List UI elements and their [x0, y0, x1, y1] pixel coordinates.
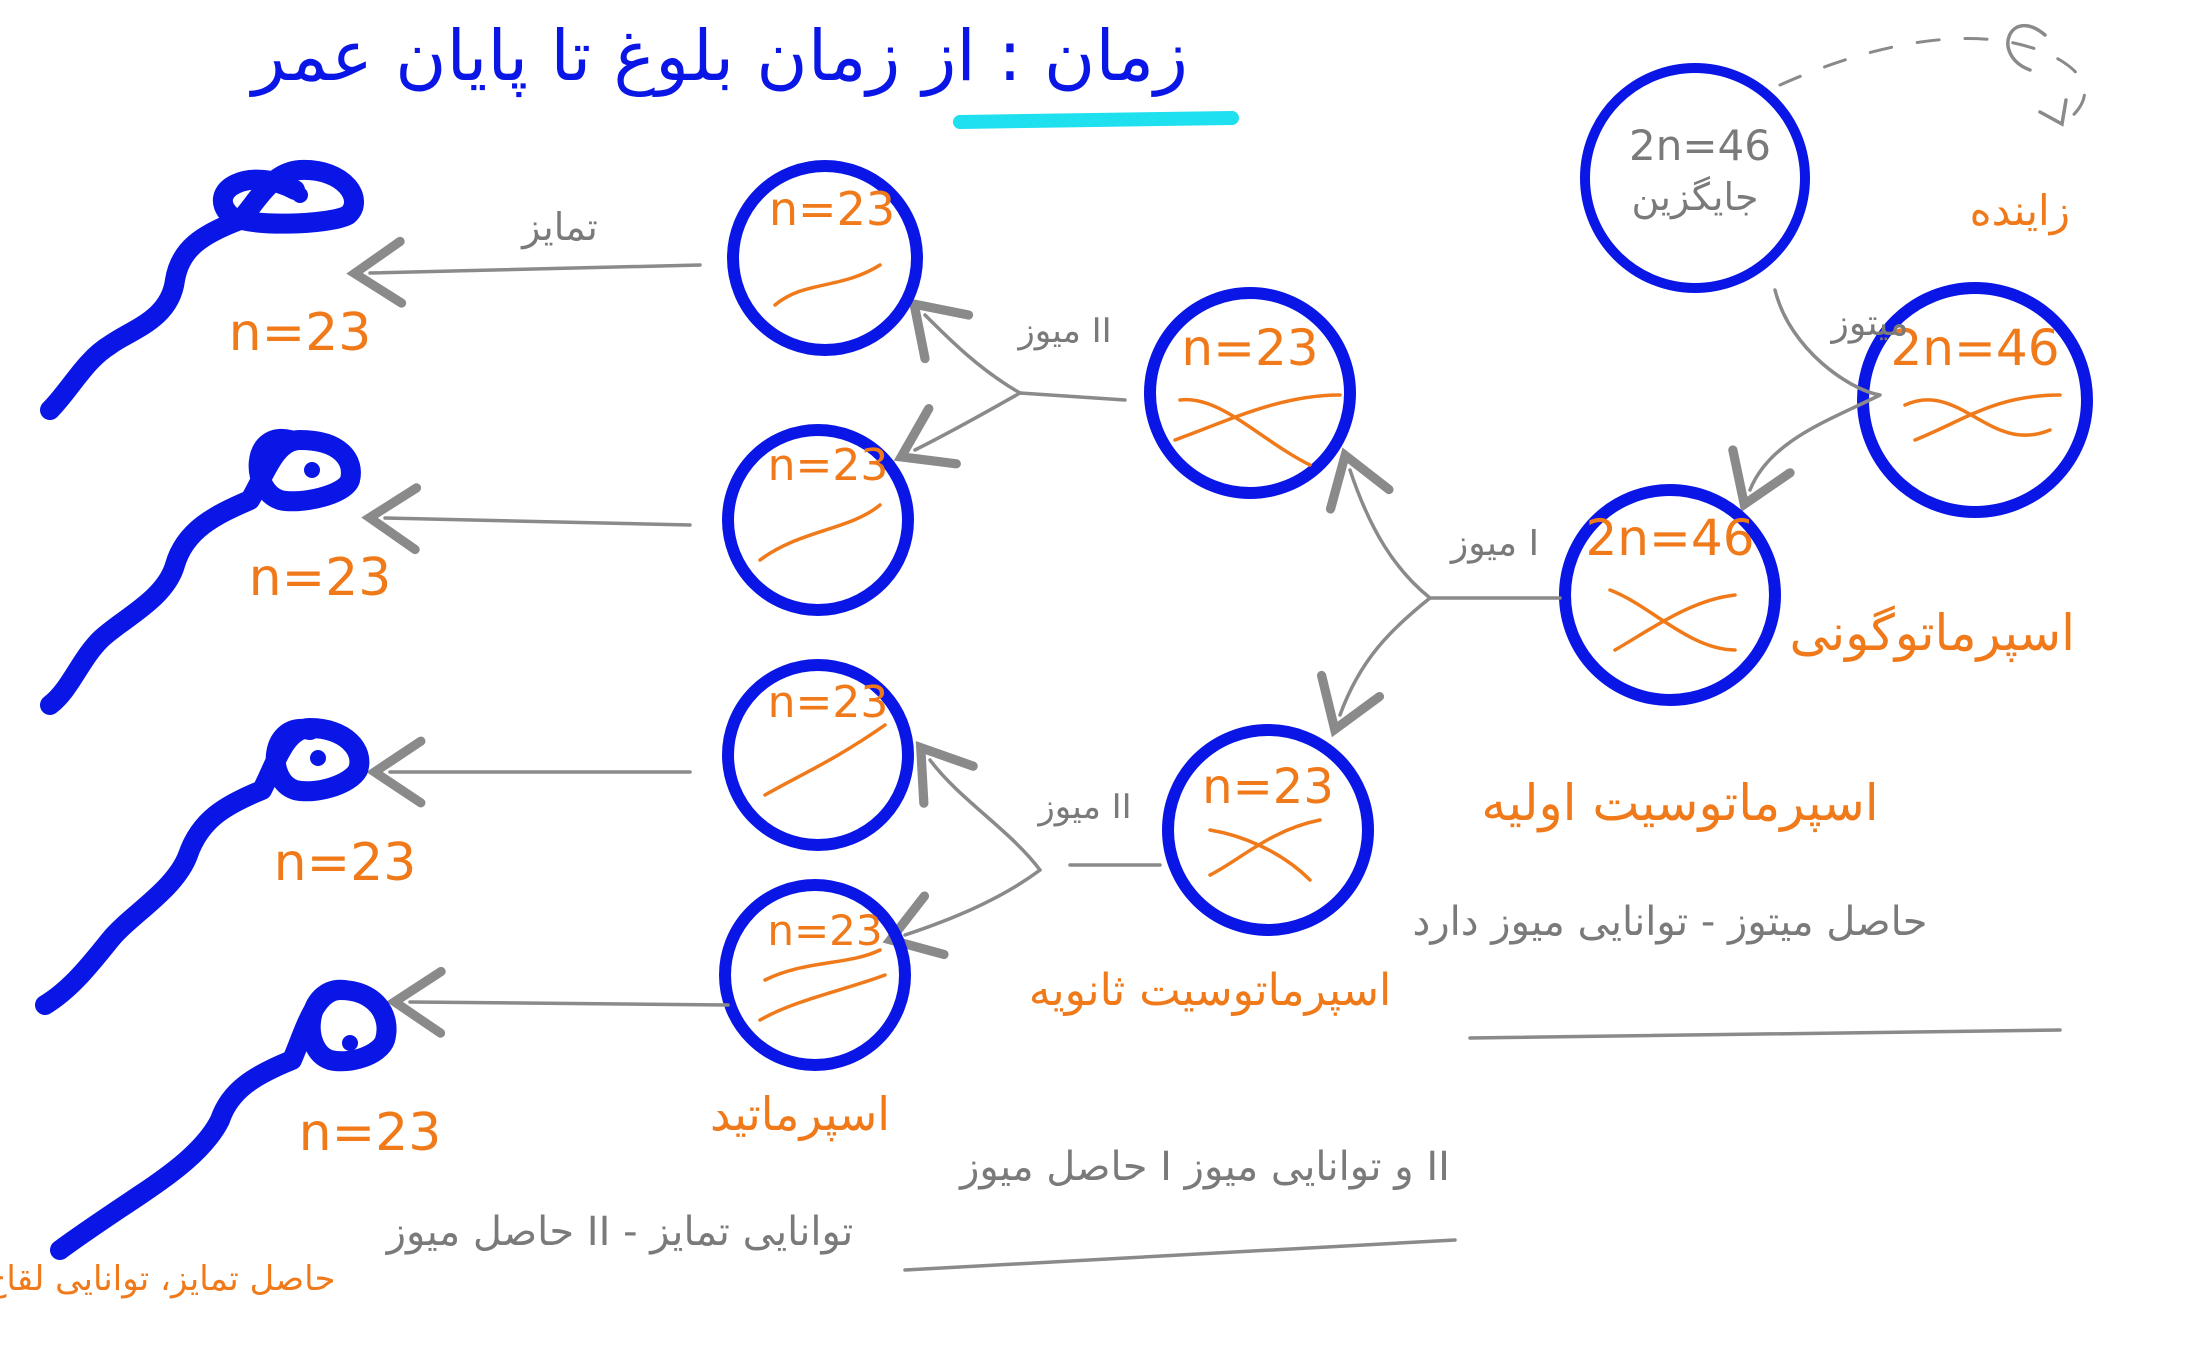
- spermatid-3-ploidy: n=23: [768, 677, 889, 728]
- replacement-ploidy: 2n=46: [1629, 121, 1771, 170]
- renewal-loop: [2006, 23, 2047, 72]
- replacement-cell: 2n=46 جایگزین: [1580, 63, 1810, 293]
- differentiation-arrow-1: [346, 236, 702, 308]
- reserve-label: زاینده: [1970, 186, 2070, 235]
- secondary-spermatocyte-label: اسپرماتوسیت ثانویه: [1029, 965, 1391, 1016]
- meiosis1-label: میوز I: [1449, 523, 1539, 564]
- spermatid-cell-1: n=23: [727, 160, 923, 356]
- spermatid-4-ploidy: n=23: [767, 906, 882, 955]
- sperm-4: n=23: [50, 979, 442, 1260]
- meiosis2-top-down-arrow: [893, 391, 1022, 469]
- meiosis2-bottom-label: میوز II: [1036, 787, 1131, 827]
- title-highlight: [953, 111, 1239, 129]
- replacement-label: جایگزین: [1631, 175, 1758, 220]
- spermatid-cell-2: n=23: [722, 424, 914, 616]
- secondary-top-ploidy: n=23: [1181, 319, 1318, 377]
- sperm-1: n=23: [40, 159, 372, 420]
- meiosis2-bottom-up-arrow: [915, 741, 1042, 872]
- renewal-dashed-arrow-head: [2038, 98, 2068, 127]
- differentiation-label: تمایز: [520, 205, 598, 250]
- sperm-3: n=23: [35, 718, 417, 1015]
- meiosis1-up-arrow: [1325, 447, 1432, 600]
- primary-note-underline: [1468, 1028, 2062, 1040]
- spermatid-cell-4: n=23: [719, 879, 911, 1071]
- spermatid-2-ploidy: n=23: [768, 440, 889, 491]
- sperm-2-ploidy: n=23: [249, 548, 392, 608]
- sperm-1-ploidy: n=23: [229, 303, 372, 363]
- primary-spermatocyte-note: حاصل میتوز - توانایی میوز دارد: [1413, 899, 1928, 945]
- meiosis2-top-label: میوز II: [1016, 311, 1111, 351]
- sperm-note: حاصل تمایز، توانایی لقاح: [0, 1259, 336, 1299]
- secondary-note-underline: [903, 1238, 1457, 1272]
- meiosis2-top-stem: [1018, 391, 1127, 402]
- spermatogonium-cell: 2n=46: [1857, 282, 2093, 518]
- spermatid-cell-3: n=23: [722, 659, 914, 851]
- spermatogonium-ploidy: 2n=46: [1890, 319, 2059, 377]
- secondary-spermatocyte-note: حاصل میوز I و توانایی میوز II: [958, 1144, 1450, 1190]
- differentiation-arrow-2: [361, 483, 692, 555]
- mitosis-label: میتوز: [1830, 303, 1909, 344]
- primary-spermatocyte-ploidy: 2n=46: [1585, 509, 1754, 567]
- meiosis2-bottom-down-arrow: [882, 868, 1042, 960]
- spermatid-note: حاصل میوز II - توانایی تمایز: [385, 1209, 854, 1255]
- spermatogonium-label: اسپرماتوگونی: [1790, 604, 2075, 662]
- diagram-title: زمان : از زمان بلوغ تا پایان عمر: [249, 15, 1188, 98]
- spermatid-1-ploidy: n=23: [769, 182, 895, 236]
- meiosis2-top-up-arrow: [908, 298, 1022, 395]
- renewal-dashed-arrow: [1778, 36, 2087, 127]
- secondary-bottom-ploidy: n=23: [1202, 759, 1334, 815]
- meiosis1-down-arrow: [1316, 596, 1432, 738]
- sperm-4-ploidy: n=23: [299, 1103, 442, 1163]
- primary-spermatocyte-cell: 2n=46: [1559, 484, 1781, 706]
- mitosis-arrow: [1728, 288, 1882, 513]
- sperm-3-ploidy: n=23: [274, 833, 417, 893]
- primary-spermatocyte-label: اسپرماتوسیت اولیه: [1481, 774, 1878, 833]
- secondary-spermatocyte-cell-top: n=23: [1144, 287, 1356, 499]
- differentiation-arrow-4: [386, 966, 730, 1038]
- secondary-spermatocyte-cell-bottom: n=23: [1162, 724, 1374, 936]
- spermatid-label: اسپرماتید: [710, 1087, 890, 1142]
- sperm-2: n=23: [40, 428, 392, 715]
